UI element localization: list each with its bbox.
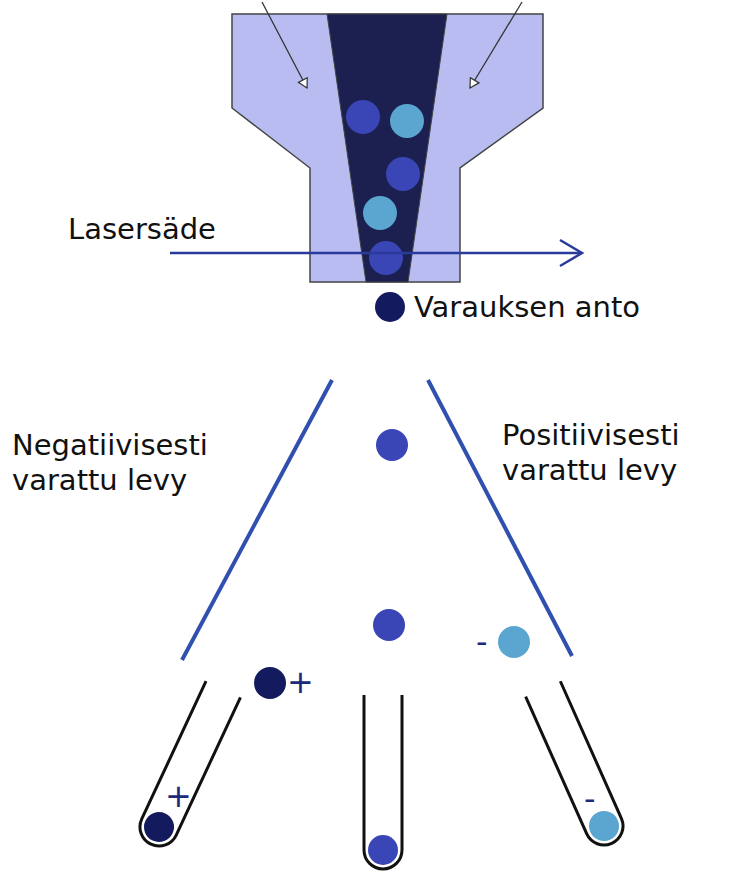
laser-beam (170, 252, 580, 255)
droplet (375, 292, 405, 322)
cell (363, 196, 397, 230)
cell (386, 157, 420, 191)
charge-sign: - (584, 783, 596, 815)
positive-plate-label: Positiivisesti varattu levy (502, 418, 742, 488)
droplet (373, 609, 405, 641)
laser-arrowhead (560, 240, 582, 266)
collection-tube (526, 681, 629, 851)
negative-plate-label: Negatiivisesti varattu levy (12, 428, 262, 498)
charging-label: Varauksen anto (414, 290, 640, 325)
sheath-flow-arrow (262, 2, 307, 88)
nozzle-housing (232, 14, 543, 282)
laser-label: Lasersäde (68, 212, 216, 247)
charge-sign: + (287, 666, 314, 698)
cell (369, 241, 403, 275)
sheath-flow-arrow (470, 2, 522, 88)
collection-tube (364, 695, 402, 869)
deflection-plate (182, 380, 332, 660)
cell (346, 100, 380, 134)
sample-stream (327, 14, 447, 282)
charge-sign: + (165, 780, 192, 812)
cell (390, 104, 424, 138)
collection-tube (134, 681, 241, 852)
droplet (498, 626, 530, 658)
droplet (254, 667, 286, 699)
charge-sign: - (476, 626, 488, 658)
droplet (376, 429, 408, 461)
